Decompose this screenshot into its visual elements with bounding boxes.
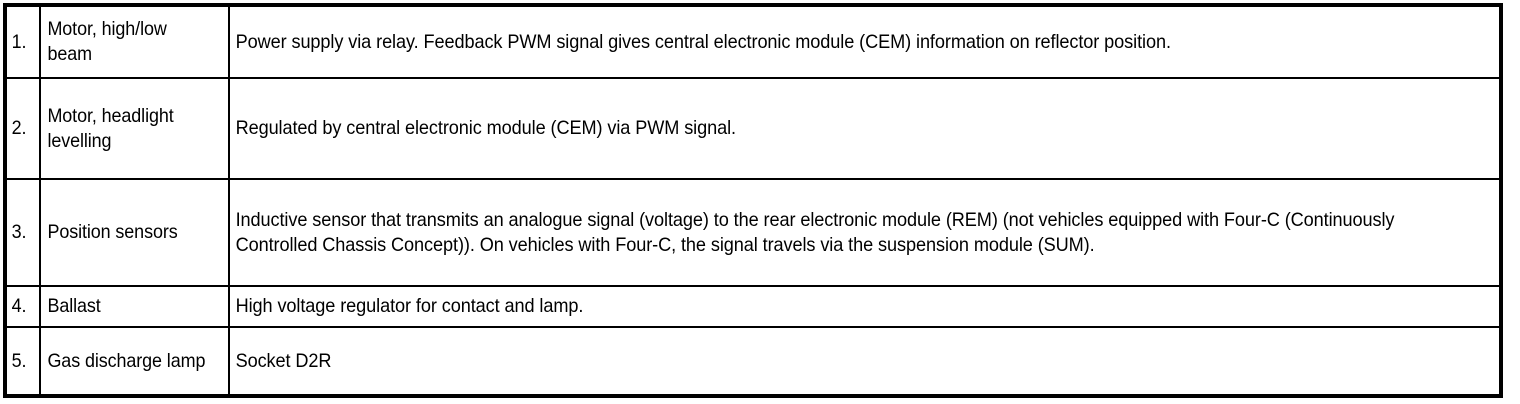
item-number-cell: 2. <box>4 77 41 180</box>
component-legend-table: 1. Motor, high/low beam Power supply via… <box>3 3 1503 398</box>
component-description-text: Power supply via relay. Feedback PWM sig… <box>235 30 1171 53</box>
component-name-cell: Motor, high/low beam <box>39 4 230 79</box>
table-body: 1. Motor, high/low beam Power supply via… <box>4 4 1502 397</box>
component-name-text: Motor, headlight levelling <box>47 104 174 152</box>
item-number-cell: 4. <box>4 285 41 328</box>
table-row: 1. Motor, high/low beam Power supply via… <box>4 4 1502 79</box>
table-row: 3. Position sensors Inductive sensor tha… <box>4 178 1502 287</box>
component-description-cell: Inductive sensor that transmits an analo… <box>228 178 1502 287</box>
component-name-text: Gas discharge lamp <box>47 349 206 372</box>
table-row: 5. Gas discharge lamp Socket D2R <box>4 326 1502 397</box>
component-name-text: Motor, high/low beam <box>47 18 167 65</box>
table-row: 4. Ballast High voltage regulator for co… <box>4 285 1502 328</box>
component-description-text: High voltage regulator for contact and l… <box>235 295 584 317</box>
component-description-cell: Regulated by central electronic module (… <box>228 77 1502 180</box>
item-number-text: 2. <box>11 117 27 139</box>
item-number-text: 1. <box>11 30 27 53</box>
component-description-text: Socket D2R <box>235 349 332 372</box>
component-description-cell: High voltage regulator for contact and l… <box>228 285 1502 328</box>
component-name-cell: Gas discharge lamp <box>39 326 230 397</box>
item-number-cell: 3. <box>4 178 41 287</box>
component-description-cell: Power supply via relay. Feedback PWM sig… <box>228 4 1502 79</box>
item-number-text: 3. <box>11 221 27 243</box>
item-number-text: 5. <box>11 349 27 372</box>
item-number-cell: 1. <box>4 4 41 79</box>
table-row: 2. Motor, headlight levelling Regulated … <box>4 77 1502 180</box>
component-description-text: Inductive sensor that transmits an analo… <box>235 208 1395 256</box>
component-name-cell: Motor, headlight levelling <box>39 77 230 180</box>
item-number-cell: 5. <box>4 326 41 397</box>
component-name-text: Position sensors <box>47 221 178 243</box>
component-description-text: Regulated by central electronic module (… <box>235 117 736 139</box>
component-name-cell: Position sensors <box>39 178 230 287</box>
component-name-text: Ballast <box>47 295 101 317</box>
item-number-text: 4. <box>11 295 27 317</box>
component-description-cell: Socket D2R <box>228 326 1502 397</box>
component-name-cell: Ballast <box>39 285 230 328</box>
